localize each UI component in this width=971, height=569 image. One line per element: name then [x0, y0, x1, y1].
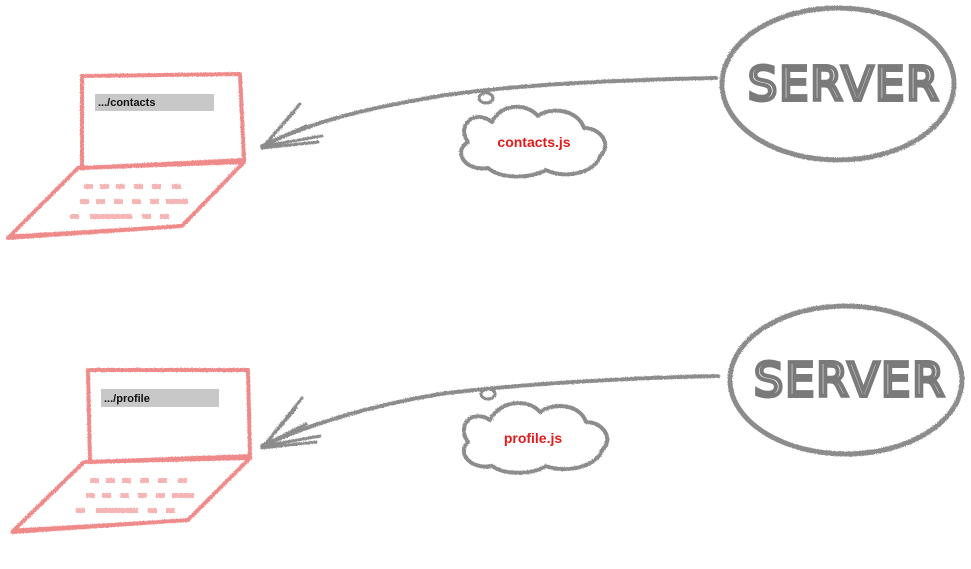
- laptop-icon: [10, 368, 252, 534]
- connector-line: [260, 76, 718, 148]
- cloud-icon: [461, 387, 610, 475]
- server-label: SERVER: [748, 57, 940, 111]
- cloud-icon: [459, 91, 608, 179]
- server-node: [719, 5, 957, 163]
- arrow-head-icon: [260, 396, 322, 450]
- url-bar: [101, 389, 219, 407]
- laptop-icon: [6, 72, 246, 240]
- scene-profile: [10, 303, 965, 534]
- arrow-head-icon: [260, 102, 324, 150]
- url-bar: [95, 94, 214, 111]
- scene-contacts: [6, 5, 957, 240]
- connector-line: [260, 374, 720, 448]
- file-label: profile.js: [504, 430, 563, 446]
- url-text: .../profile: [104, 393, 150, 405]
- url-text: .../contacts: [98, 97, 155, 109]
- server-label: SERVER: [754, 353, 946, 407]
- server-node: [727, 303, 965, 457]
- file-label: contacts.js: [497, 134, 570, 150]
